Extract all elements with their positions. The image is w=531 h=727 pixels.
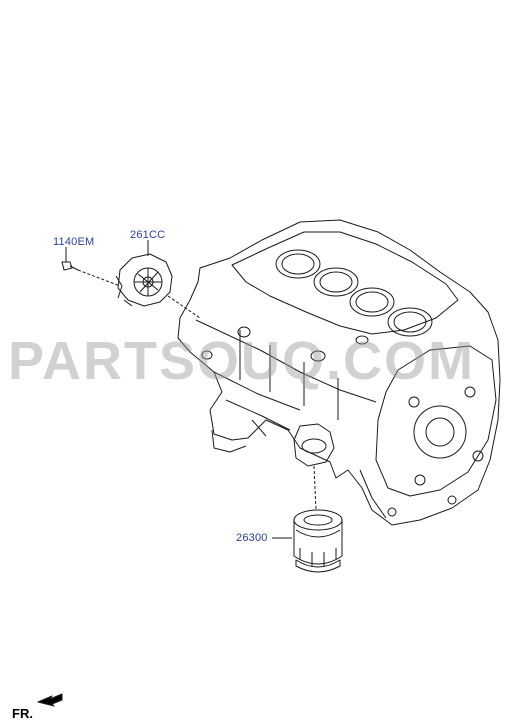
pump-leader-line [167, 295, 201, 319]
part-label-pump: 261CC [130, 229, 166, 241]
part-label-filter: 26300 [236, 532, 268, 544]
vacuum-pump [115, 253, 173, 307]
bolt-leader-line [77, 269, 121, 287]
cylinder-block [177, 219, 501, 526]
filter-leader-line [313, 465, 317, 511]
part-label-bolt: 1140EM [53, 236, 95, 248]
direction-label: FR. [12, 706, 33, 721]
front-arrow-icon [37, 693, 63, 707]
bolt [61, 261, 79, 271]
oil-filter [293, 509, 343, 573]
